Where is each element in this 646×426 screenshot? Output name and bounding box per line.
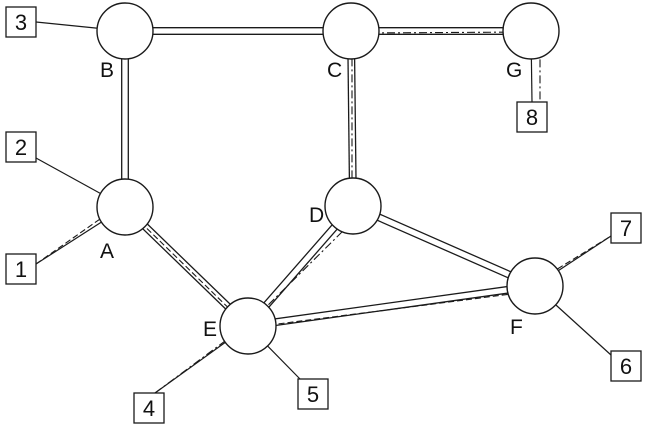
node-label-e: E [203, 318, 217, 341]
terminal-box-1: 1 [5, 253, 37, 285]
terminal-label-5: 5 [307, 382, 319, 407]
link-c-d [347, 30, 357, 207]
nodes-layer: A B C D E F G [96, 2, 564, 355]
link-a-b [121, 31, 129, 207]
terminal-label-2: 2 [15, 135, 27, 160]
node-e [219, 297, 277, 355]
terminal-box-2: 2 [5, 131, 37, 163]
terminal-box-8: 8 [516, 101, 548, 133]
route-dash-dot [154, 31, 541, 394]
node-label-a: A [100, 240, 114, 263]
link-b-c [125, 27, 351, 35]
terminal-label-6: 6 [620, 354, 632, 379]
terminal-label-7: 7 [620, 216, 632, 241]
node-f [506, 257, 564, 315]
node-label-g: G [506, 59, 522, 82]
node-label-b: B [100, 59, 114, 82]
link-e-f [247, 282, 536, 330]
terminals-layer: 1 2 3 4 5 6 7 8 [5, 6, 642, 424]
terminal-box-3: 3 [5, 6, 37, 38]
terminal-box-5: 5 [297, 378, 329, 410]
node-label-d: D [309, 204, 324, 227]
terminal-label-1: 1 [15, 257, 27, 282]
node-label-c: C [327, 59, 342, 82]
node-b [96, 2, 154, 60]
terminal-label-8: 8 [526, 105, 538, 130]
terminal-box-4: 4 [133, 392, 165, 424]
terminal-box-7: 7 [610, 212, 642, 244]
terminal-box-6: 6 [610, 350, 642, 382]
node-label-f: F [510, 316, 523, 339]
terminal-label-3: 3 [15, 10, 27, 35]
link-d-f [351, 202, 537, 290]
link-a-e [122, 204, 251, 329]
node-c [322, 2, 380, 60]
node-g [502, 2, 560, 60]
terminal-label-4: 4 [143, 396, 155, 421]
node-a [96, 178, 154, 236]
node-d [324, 177, 382, 235]
link-c-g [351, 27, 531, 35]
